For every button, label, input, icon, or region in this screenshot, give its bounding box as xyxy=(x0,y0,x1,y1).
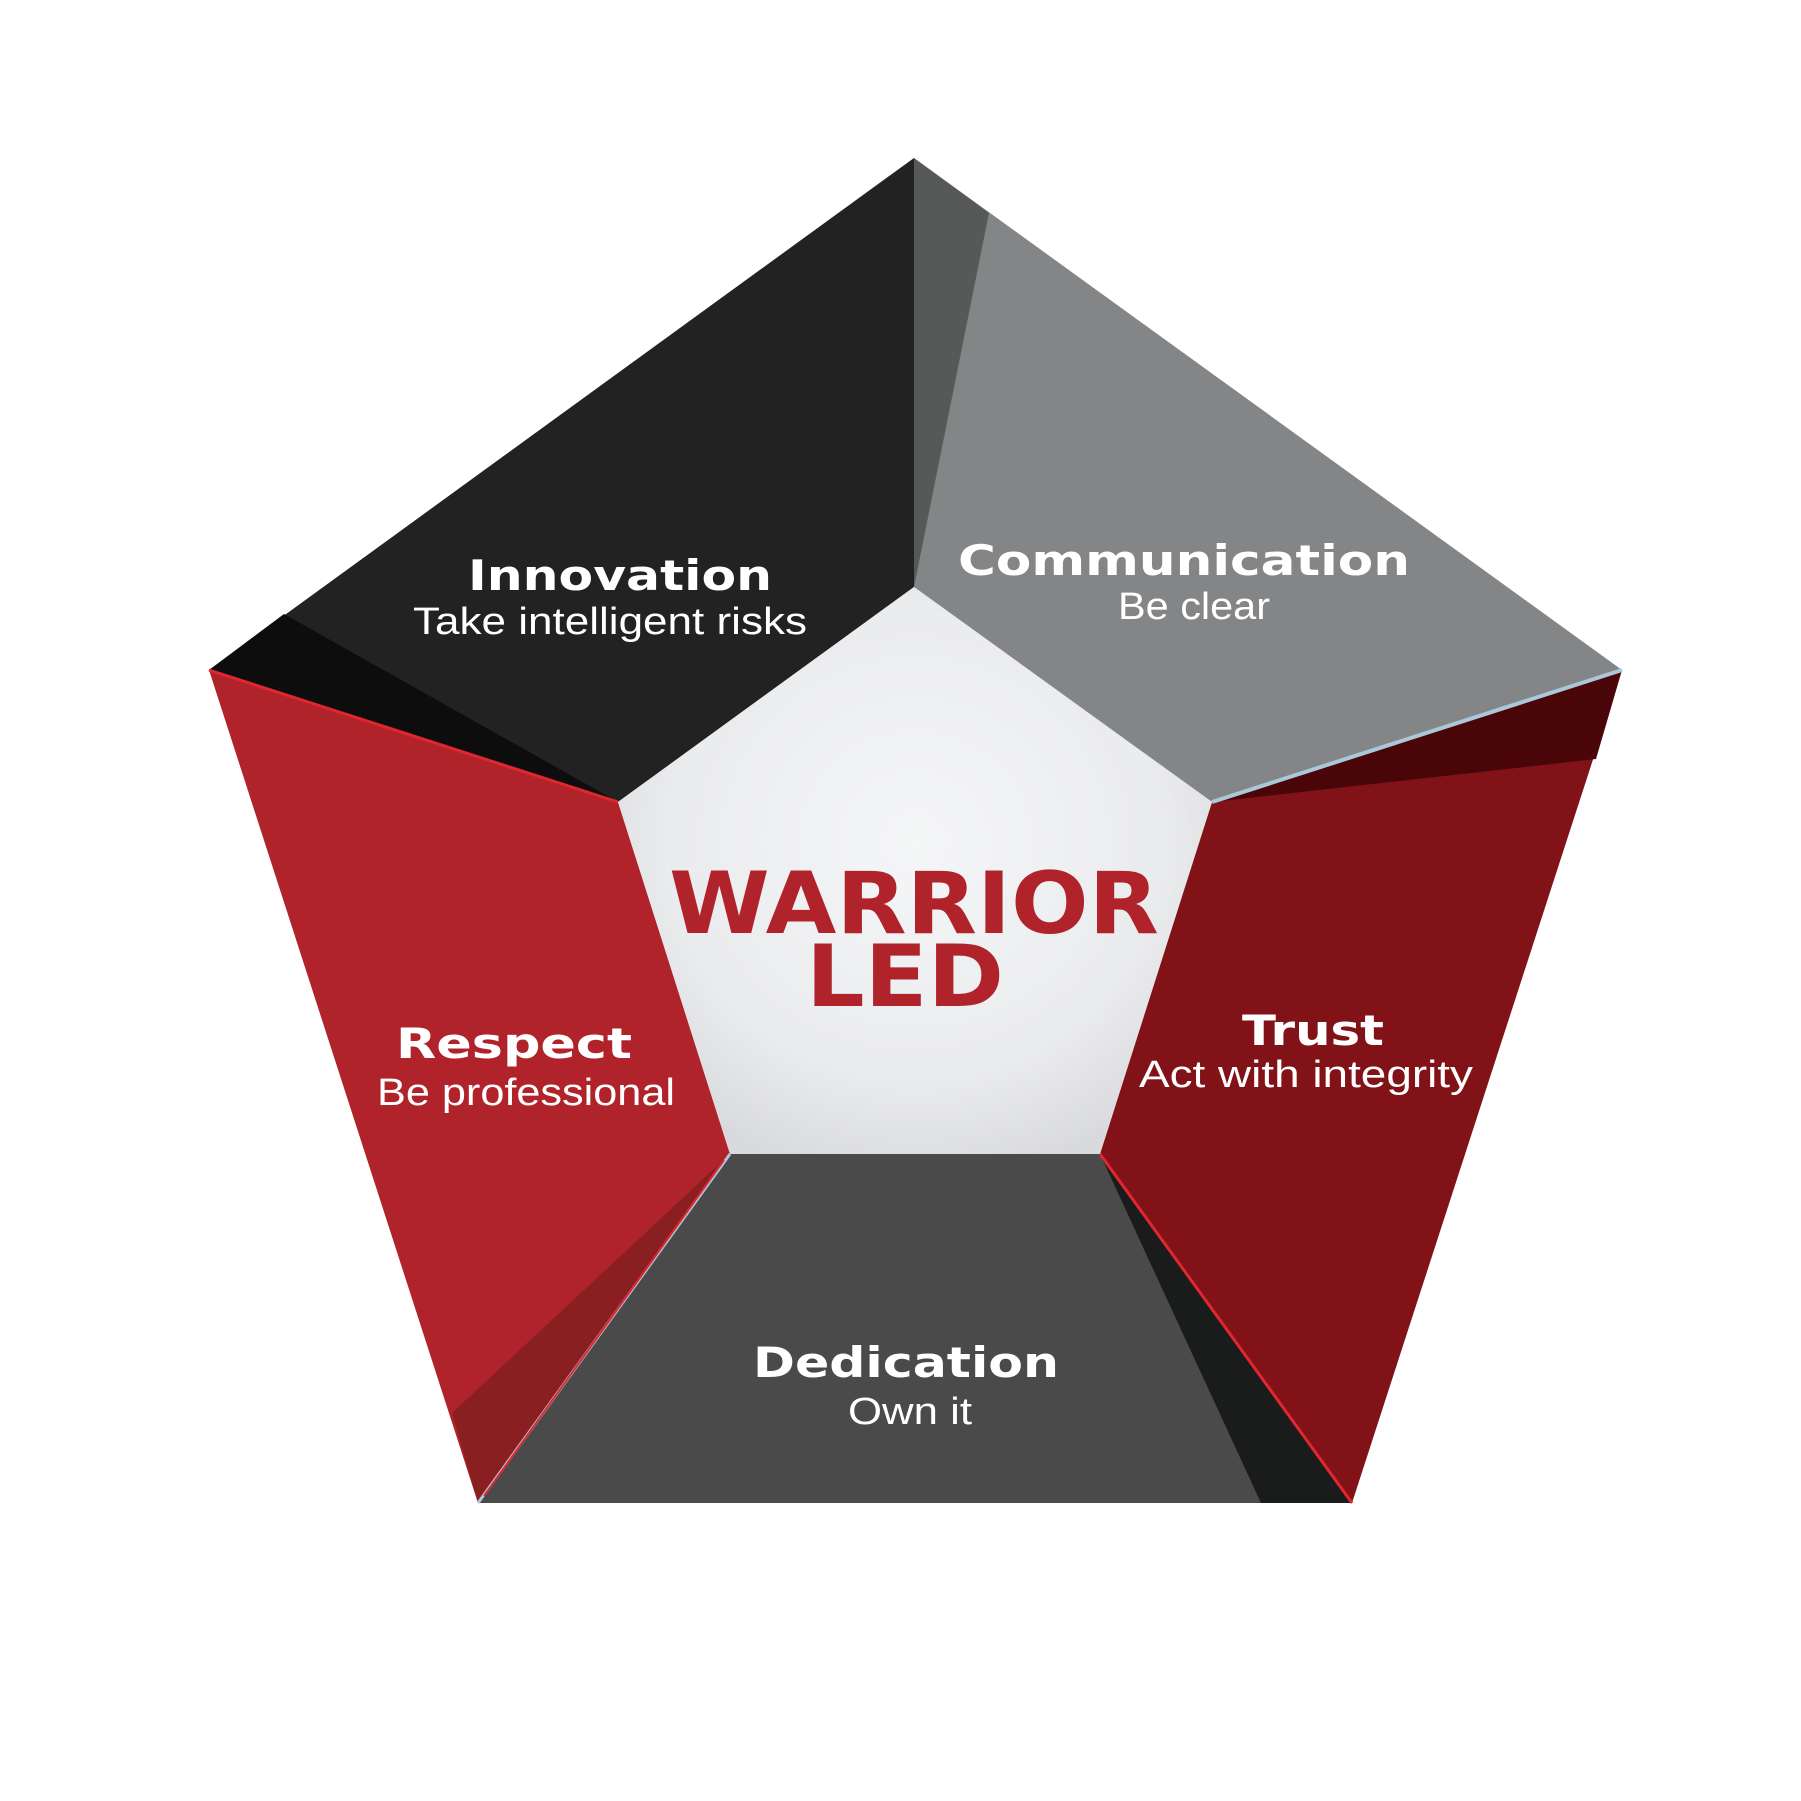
center-pentagon xyxy=(618,587,1212,1154)
innovation-title: Innovation xyxy=(468,551,772,600)
trust-title: Trust xyxy=(1242,1006,1384,1055)
segment-innovation-shadow xyxy=(209,614,618,802)
segment-innovation xyxy=(209,158,914,802)
segment-communication-facet xyxy=(914,158,989,587)
segment-dedication xyxy=(478,1154,1352,1503)
communication-title: Communication xyxy=(958,536,1410,585)
innovation-subtitle: Take intelligent risks xyxy=(413,601,807,643)
edge-highlight-bottom-right xyxy=(1098,1153,1354,1504)
respect-subtitle: Be professional xyxy=(377,1072,675,1114)
edge-highlight-left xyxy=(208,668,619,804)
dedication-subtitle: Own it xyxy=(848,1391,972,1433)
segment-trust xyxy=(1100,670,1622,1503)
communication-subtitle: Be clear xyxy=(1118,586,1270,628)
trust-subtitle: Act with integrity xyxy=(1139,1054,1473,1096)
center-title-line1: WARRIOR xyxy=(669,854,1159,954)
edge-highlight-right xyxy=(1211,668,1623,804)
dedication-title: Dedication xyxy=(753,1338,1059,1387)
respect-title: Respect xyxy=(396,1019,632,1068)
center-title-line2: LED xyxy=(806,927,1004,1027)
segment-respect-facet xyxy=(452,1154,730,1503)
edge-highlight-bottom-left-red xyxy=(483,1159,725,1497)
segment-communication xyxy=(914,158,1622,802)
